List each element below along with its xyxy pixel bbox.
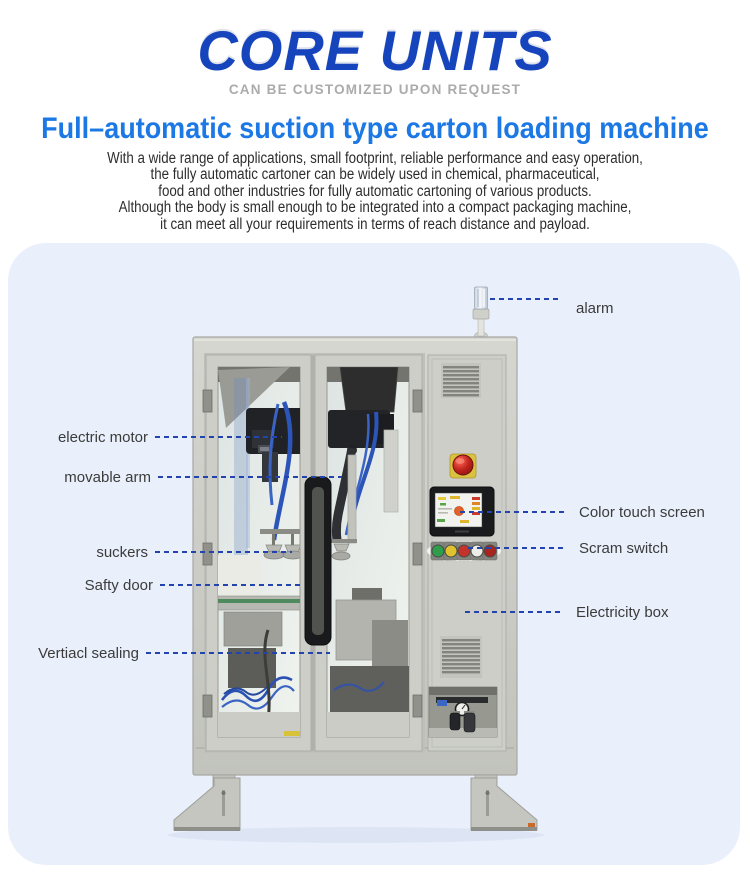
callout-line — [158, 476, 342, 478]
callout-label: Safty door — [84, 576, 153, 594]
callout-alarm: alarm — [490, 289, 614, 317]
callout-line — [155, 436, 282, 438]
callout-label: Electricity box — [576, 603, 669, 621]
control-buttons[interactable] — [427, 541, 501, 561]
callout-vertiacl-sealing: Vertiacl sealing — [0, 643, 330, 663]
right-interior-machinery — [327, 367, 409, 737]
machine-illustration — [168, 286, 544, 843]
yellow-button[interactable] — [444, 544, 458, 558]
vent-grille-bottom — [440, 636, 482, 678]
callout-line — [490, 298, 562, 300]
callout-line — [465, 611, 562, 613]
machine-leg-left — [173, 774, 241, 831]
description-line: With a wide range of applications, small… — [107, 150, 643, 167]
description-line: food and other industries for fully auto… — [158, 182, 592, 200]
description-line: Although the body is small enough to be … — [118, 199, 632, 217]
cable-bundle — [220, 676, 293, 703]
brand-title: CORE UNITS — [197, 19, 553, 82]
callout-electric-motor: electric motor — [0, 427, 282, 447]
callout-line — [155, 551, 292, 553]
callout-label: suckers — [96, 543, 148, 561]
alarm-light — [472, 286, 490, 341]
door-hinges — [202, 389, 423, 718]
callout-label: Color touch screen — [579, 503, 705, 521]
cable-chain — [271, 401, 293, 541]
green-button[interactable] — [431, 544, 445, 558]
page-title: Full–automatic suction type carton loadi… — [41, 112, 709, 145]
machine-leg-right — [470, 774, 538, 831]
callout-electricity-box: Electricity box — [465, 602, 669, 622]
callout-label: movable arm — [64, 468, 151, 486]
callout-scram-switch: Scram switch — [468, 538, 668, 558]
callout-line — [468, 547, 565, 549]
left-interior-machinery — [218, 367, 300, 737]
scram-switch-button[interactable] — [457, 544, 471, 558]
suction-cups-right — [329, 539, 357, 561]
callout-label: alarm — [576, 299, 614, 317]
callout-movable-arm: movable arm — [0, 467, 342, 487]
callout-line — [146, 652, 330, 654]
callout-color-touch-screen: Color touch screen — [460, 502, 705, 522]
callout-label: Vertiacl sealing — [38, 644, 139, 662]
description: With a wide range of applications, small… — [53, 150, 698, 233]
callout-line — [160, 584, 303, 586]
callout-line — [460, 511, 565, 513]
ground-shadow — [168, 827, 544, 843]
safety-door-rail — [304, 476, 332, 646]
brand-tagline: CAN BE CUSTOMIZED UPON REQUEST — [228, 82, 522, 97]
electricity-box — [427, 354, 507, 752]
vent-grille-top — [441, 363, 481, 398]
callout-label: electric motor — [57, 428, 148, 446]
emergency-stop-button[interactable] — [449, 453, 477, 479]
air-filter-unit — [428, 686, 498, 738]
description-line: it can meet all your requirements in ter… — [160, 215, 590, 233]
callout-suckers: suckers — [0, 542, 292, 562]
description-line: the fully automatic cartoner can be wide… — [150, 166, 600, 184]
callout-safty-door: Safty door — [0, 575, 303, 595]
callout-label: Scram switch — [579, 539, 669, 557]
